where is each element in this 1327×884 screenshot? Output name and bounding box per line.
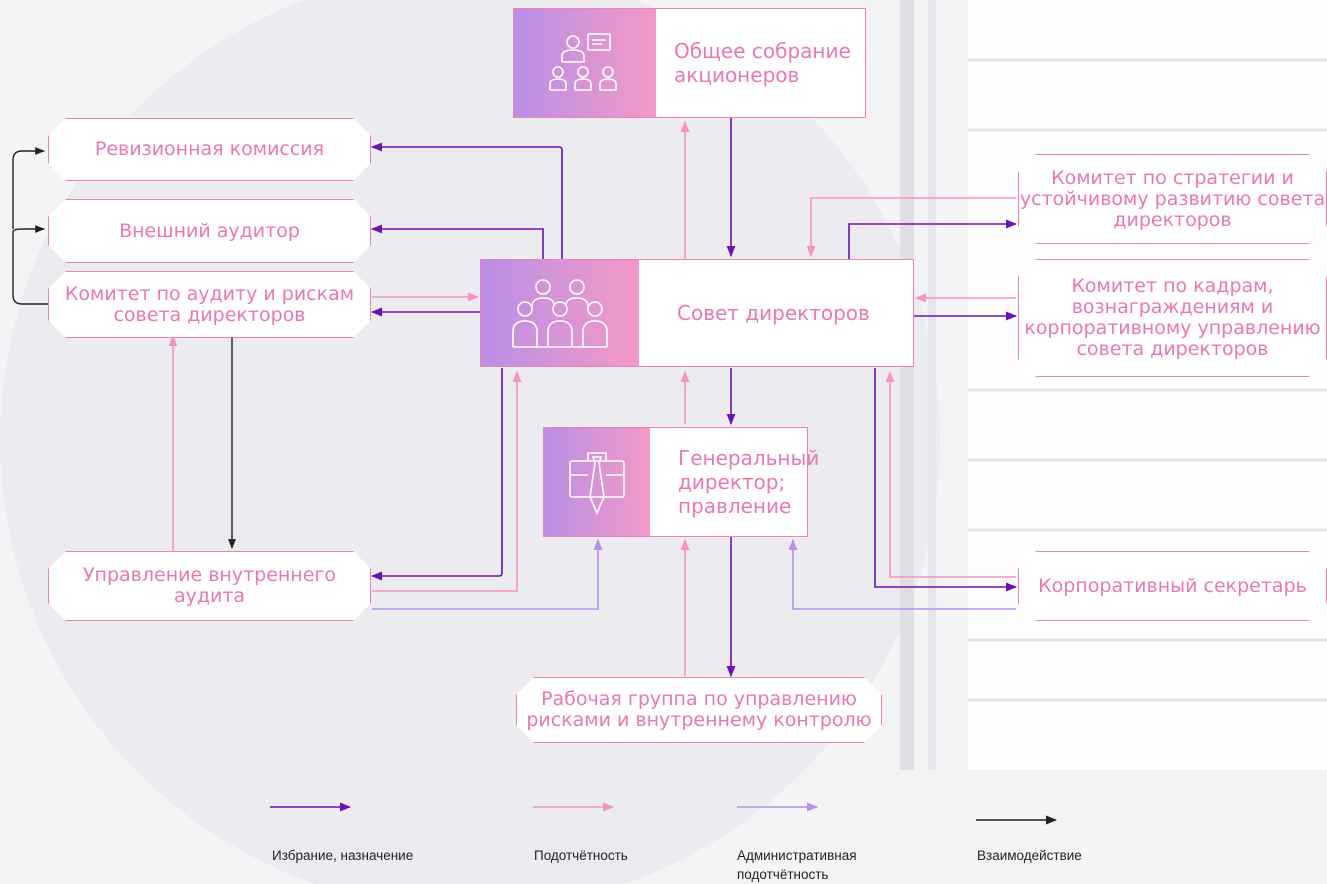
briefcase-tie-icon — [569, 452, 625, 515]
legend-interaction-label: Взаимодействие — [977, 848, 1082, 863]
shareholders-icon-panel — [514, 9, 656, 117]
node-risk-group: Рабочая группа по управлению рисками и в… — [516, 677, 882, 743]
arrow-corp-secretary-to-ceo — [788, 538, 1016, 610]
node-strategy-committee: Комитет по стратегии и устойчивому разви… — [1018, 154, 1327, 244]
node-hr-committee: Комитет по кадрам, вознаграждениям и кор… — [1018, 259, 1327, 377]
shareholders-label: Общее собрание акционеров — [674, 39, 851, 87]
arrow-board-to-external-auditor — [370, 224, 544, 260]
board-label: Совет директоров — [677, 301, 870, 325]
node-ceo: Генеральный директор; правление — [543, 427, 820, 537]
board-icon-panel — [481, 260, 639, 366]
board-icon — [512, 279, 608, 348]
legend-admin-reporting-label: Административная подотчётность — [737, 848, 857, 882]
arrow-board-to-strategy-committee — [848, 219, 1018, 260]
node-external-auditor: Внешний аудитор — [48, 199, 371, 263]
legend-reporting-label: Подотчётность — [534, 848, 628, 863]
background-lines — [968, 58, 1327, 702]
ceo-icon-panel — [544, 428, 650, 536]
background-stripe — [928, 0, 936, 770]
bracket-audit-committee-to-external-auditor — [12, 225, 48, 305]
ceo-label: Генеральный директор; правление — [678, 446, 820, 518]
background-panel — [968, 0, 1327, 770]
arrow-board-to-corp-secretary — [874, 368, 1018, 592]
arrow-corp-secretary-to-board — [885, 370, 1016, 578]
arrow-internal-audit-to-board — [372, 370, 522, 592]
node-audit-commission: Ревизионная комиссия — [48, 118, 371, 181]
bracket-to-audit-commission — [12, 147, 45, 229]
arrow-strategy-committee-to-board — [806, 197, 1016, 258]
node-internal-audit: Управление внутреннего аудита — [48, 551, 371, 621]
legend-election-label: Избрание, назначение — [272, 848, 414, 863]
arrow-internal-audit-to-ceo — [372, 538, 603, 610]
node-shareholders: Общее собрание акционеров — [513, 8, 866, 118]
node-corp-secretary: Корпоративный секретарь — [1018, 551, 1327, 621]
node-audit-committee: Комитет по аудиту и рискам совета директ… — [48, 271, 371, 338]
arrow-board-to-internal-audit — [370, 368, 503, 581]
node-board: Совет директоров — [480, 259, 914, 367]
arrow-board-to-audit-commission — [370, 142, 563, 260]
meeting-icon — [549, 33, 617, 91]
